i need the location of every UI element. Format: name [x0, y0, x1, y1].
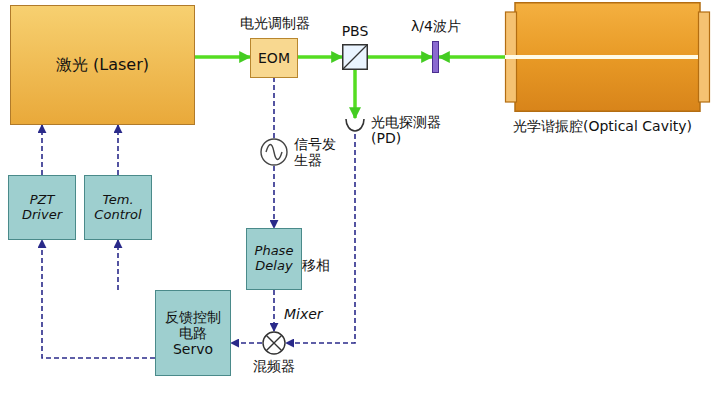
node-caption: 光电探测器 (PD) [371, 114, 457, 146]
signal-generator-outline [260, 138, 288, 166]
sine-wave [266, 145, 282, 160]
pbs-cube-outline [342, 44, 368, 70]
signal-line [117, 125, 119, 175]
pbs-cube: PBS [342, 44, 368, 70]
signal-line [273, 78, 275, 138]
phase-delay-box: Phase Delay移相 [246, 228, 302, 290]
photodetector: 光电探测器 (PD) [345, 118, 365, 134]
signal-line [273, 290, 275, 331]
eom-box: 电光调制器EOM [250, 38, 298, 78]
node-caption: 光学谐振腔(Optical Cavity) [495, 118, 710, 134]
generator-circle [261, 139, 287, 165]
node-caption: Mixer [284, 306, 338, 322]
split-face [343, 45, 367, 69]
photodetector-outline [345, 118, 365, 134]
optical-cavity-outline [505, 2, 710, 112]
pzt-driver-box: PZT Driver [8, 175, 76, 240]
laser-beam [439, 55, 505, 59]
cavity-mirror [699, 12, 710, 102]
node-label: 反馈控制 电路 [162, 309, 224, 341]
node-label: 激光 (Laser) [56, 56, 149, 74]
signal-line [117, 240, 119, 290]
servo-box: 反馈控制 电路Servo [155, 290, 231, 376]
node-caption: λ/4波片 [400, 18, 472, 34]
node-caption: PBS [330, 23, 380, 39]
node-label: Servo [173, 341, 213, 357]
mixer-outline [262, 331, 286, 355]
signal-line [273, 166, 275, 228]
node-caption: 移相 [302, 257, 342, 273]
waveplate-outline [432, 41, 439, 73]
laser-beam [298, 55, 342, 59]
signal-line [41, 125, 43, 175]
temperature-control-box: Tem. Control [84, 175, 152, 240]
laser-beam [368, 55, 432, 59]
mixer: Mixer混频器 [262, 331, 286, 355]
optical-cavity: 光学谐振腔(Optical Cavity) [505, 2, 710, 112]
node-label: Tem. Control [85, 193, 151, 223]
detector-symbol [346, 119, 364, 131]
signal-line [42, 240, 155, 358]
node-label: PZT Driver [9, 193, 75, 223]
laser-beam [353, 70, 357, 118]
node-caption: 混频器 [244, 358, 304, 374]
node-caption: 电光调制器 [227, 15, 323, 31]
cube-body [343, 45, 368, 70]
mixer-circle [263, 332, 285, 354]
node-label: EOM [258, 50, 290, 66]
mixer-cross [266, 335, 282, 351]
laser-beam [195, 55, 250, 59]
signal-line [231, 342, 262, 344]
node-label: Phase Delay [247, 244, 301, 274]
cavity-mode [505, 55, 698, 59]
laser-box: 激光 (Laser) [10, 5, 195, 125]
waveplate: λ/4波片 [432, 41, 439, 73]
signal-generator: 信号发生器 [260, 138, 288, 166]
node-caption: 信号发生器 [294, 136, 340, 168]
plate-body [433, 42, 439, 73]
